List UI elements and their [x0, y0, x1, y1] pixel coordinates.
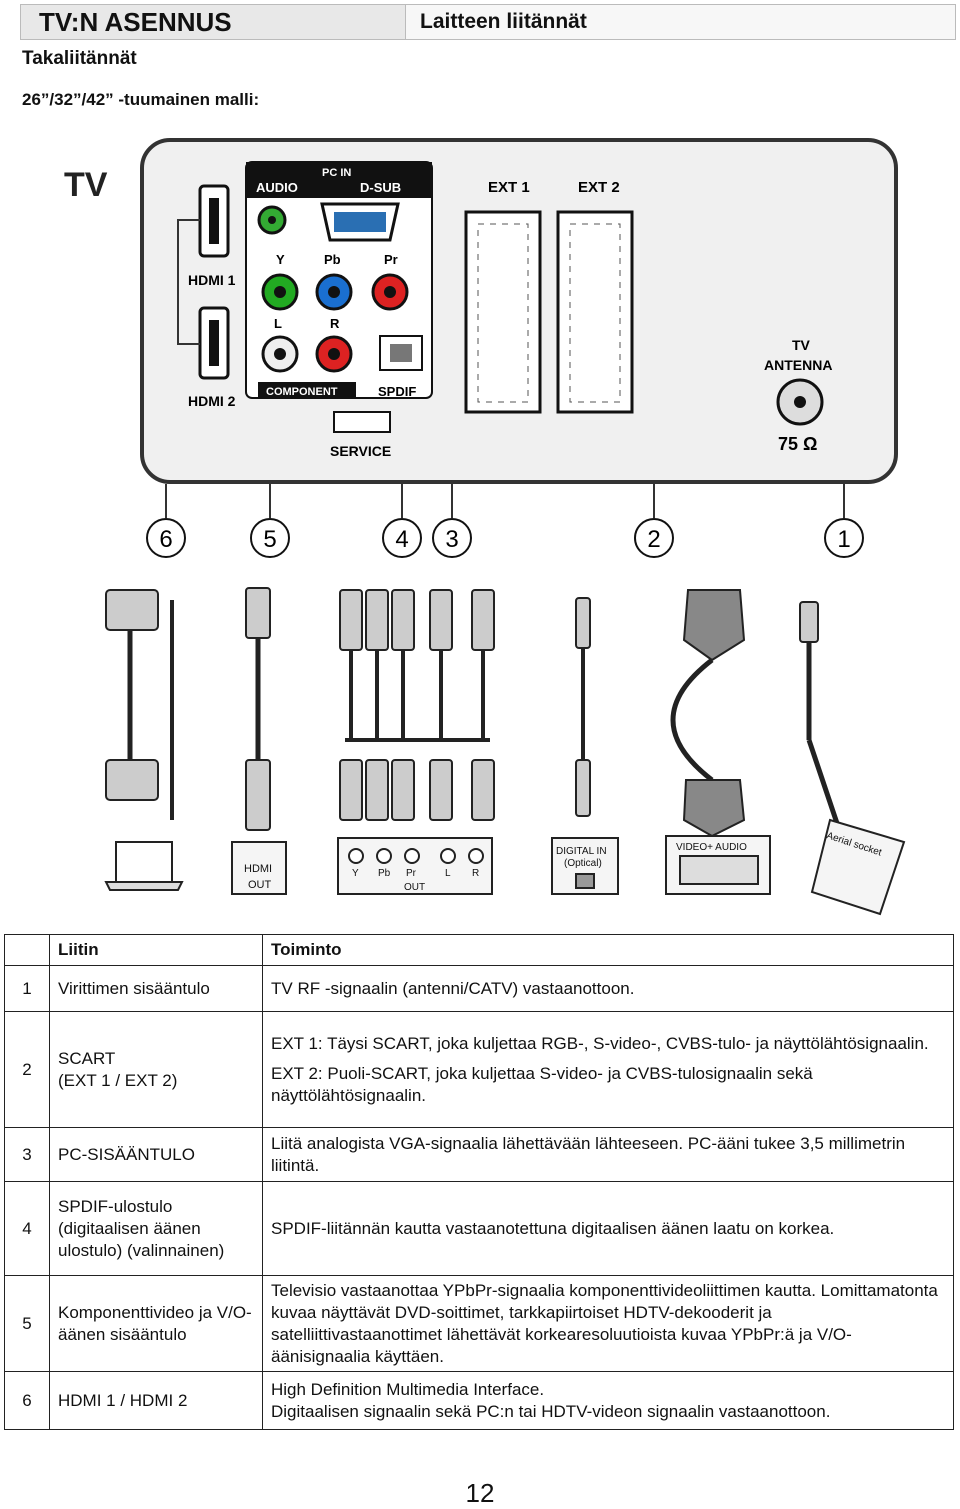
svg-text:R: R: [472, 868, 479, 879]
connector-table: Liitin Toiminto 1 Virittimen sisääntulo …: [4, 934, 954, 1430]
vga-cable: [105, 589, 174, 820]
page-number: 12: [465, 1478, 495, 1508]
model-label: 26”/32”/42” -tuumainen malli:: [22, 90, 260, 109]
component-out-device: Y Pb Pr L R OUT: [337, 837, 493, 895]
r-label: R: [330, 316, 340, 331]
svg-text:4: 4: [395, 526, 408, 553]
hdmi-cable: [245, 587, 271, 831]
table-row: 4 SPDIF-ulostulo (digitaalisen äänen ulo…: [4, 1181, 954, 1276]
table-row: 1 Virittimen sisääntulo TV RF -signaalin…: [4, 965, 954, 1012]
svg-text:OUT: OUT: [248, 879, 272, 891]
svg-text:1: 1: [837, 526, 850, 553]
component-label: COMPONENT: [266, 386, 338, 398]
svg-text:Y: Y: [352, 868, 359, 879]
laptop-icon: [104, 841, 184, 891]
hdmi1-label: HDMI 1: [188, 272, 236, 288]
callout-6: 6: [146, 518, 186, 558]
callout-5: 5: [250, 518, 290, 558]
dsub-label: D-SUB: [360, 180, 401, 195]
digital-in-device: DIGITAL IN (Optical): [551, 837, 619, 895]
service-port: [333, 411, 391, 433]
tv-antenna-label-2: ANTENNA: [764, 357, 832, 373]
subsection-title: Takaliitännät: [22, 48, 137, 69]
ext1-label: EXT 1: [488, 179, 530, 196]
svg-text:3: 3: [445, 526, 458, 553]
table-row: 2 SCART(EXT 1 / EXT 2) EXT 1: Täysi SCAR…: [4, 1011, 954, 1128]
antenna-cable: [799, 601, 849, 851]
svg-text:VIDEO+ AUDIO: VIDEO+ AUDIO: [676, 842, 747, 853]
hdmi2-label: HDMI 2: [188, 393, 236, 409]
svg-text:HDMI: HDMI: [244, 863, 272, 875]
pb-label: Pb: [324, 252, 341, 267]
table-header-row: Liitin Toiminto: [4, 934, 954, 966]
ext2-scart-port: [556, 210, 634, 414]
svg-text:5: 5: [263, 526, 276, 553]
svg-text:DIGITAL IN: DIGITAL IN: [556, 846, 607, 857]
col-toiminto: Toiminto: [262, 934, 954, 966]
pr-label: Pr: [384, 252, 398, 267]
callout-4: 4: [382, 518, 422, 558]
table-row: 5 Komponenttivideo ja V/O-äänen sisääntu…: [4, 1275, 954, 1372]
col-liitin: Liitin: [49, 934, 263, 966]
tv-label: TV: [64, 166, 108, 204]
l-label: L: [274, 316, 282, 331]
callout-3: 3: [432, 518, 472, 558]
scart-cable: [670, 589, 746, 838]
header-title: TV:N ASENNUS: [21, 5, 405, 39]
pc-in-label: PC IN: [322, 167, 351, 179]
audio-label: AUDIO: [256, 180, 298, 195]
vga-port: [320, 202, 400, 242]
callout-1: 1: [824, 518, 864, 558]
svg-text:OUT: OUT: [404, 882, 425, 893]
hdmi2-port: [198, 306, 230, 380]
svg-text:Pb: Pb: [378, 868, 391, 879]
svg-text:(Optical): (Optical): [564, 858, 602, 869]
hdmi-out-device: HDMI OUT: [231, 841, 287, 895]
service-label: SERVICE: [330, 443, 391, 459]
ohm-label: 75 Ω: [778, 434, 817, 454]
scart-device: VIDEO+ AUDIO: [665, 835, 771, 895]
table-row: 3 PC-SISÄÄNTULO Liitä analogista VGA-sig…: [4, 1127, 954, 1182]
hdmi1-port: [198, 184, 230, 258]
svg-text:L: L: [445, 868, 451, 879]
col-num: [4, 934, 50, 966]
aerial-socket-device: Aerial socket: [810, 818, 906, 916]
svg-text:6: 6: [159, 526, 172, 553]
ext1-scart-port: [464, 210, 542, 414]
optical-cable: [575, 597, 591, 817]
header-section: Laitteen liitännät: [405, 5, 955, 39]
connection-diagram: TV HDMI 1 HDMI 2 PC IN AUDIO D-SUB Y Pb …: [64, 138, 906, 916]
spdif-label: SPDIF: [378, 384, 416, 399]
y-label: Y: [276, 252, 285, 267]
svg-text:2: 2: [647, 526, 660, 553]
table-row: 6 HDMI 1 / HDMI 2 High Definition Multim…: [4, 1371, 954, 1430]
page-header: TV:N ASENNUS Laitteen liitännät: [20, 4, 956, 40]
component-cable: [339, 589, 495, 821]
ext2-label: EXT 2: [578, 179, 620, 196]
tv-antenna-label-1: TV: [792, 337, 811, 353]
callout-2: 2: [634, 518, 674, 558]
svg-text:Pr: Pr: [406, 868, 417, 879]
